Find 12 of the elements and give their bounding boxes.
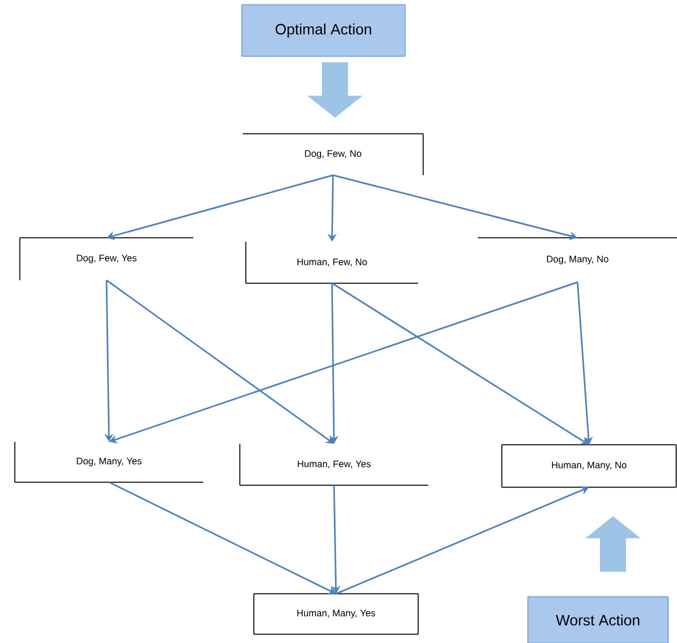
- state-box: Human, Many, No: [501, 444, 677, 488]
- state-box: Human, Many, Yes: [253, 593, 419, 635]
- state-box: Human, Few, Yes: [239, 443, 429, 486]
- arrow: [106, 280, 334, 444]
- state-box: Dog, Few, No: [242, 133, 424, 176]
- action-box: Worst Action: [527, 596, 669, 643]
- state-box: Dog, Few, Yes: [19, 237, 194, 281]
- arrow: [332, 282, 589, 445]
- state-box: Human, Few, No: [245, 241, 419, 284]
- state-box: Dog, Many, Yes: [14, 441, 204, 483]
- state-box: Dog, Many, No: [477, 237, 677, 264]
- action-box: Optimal Action: [241, 4, 406, 57]
